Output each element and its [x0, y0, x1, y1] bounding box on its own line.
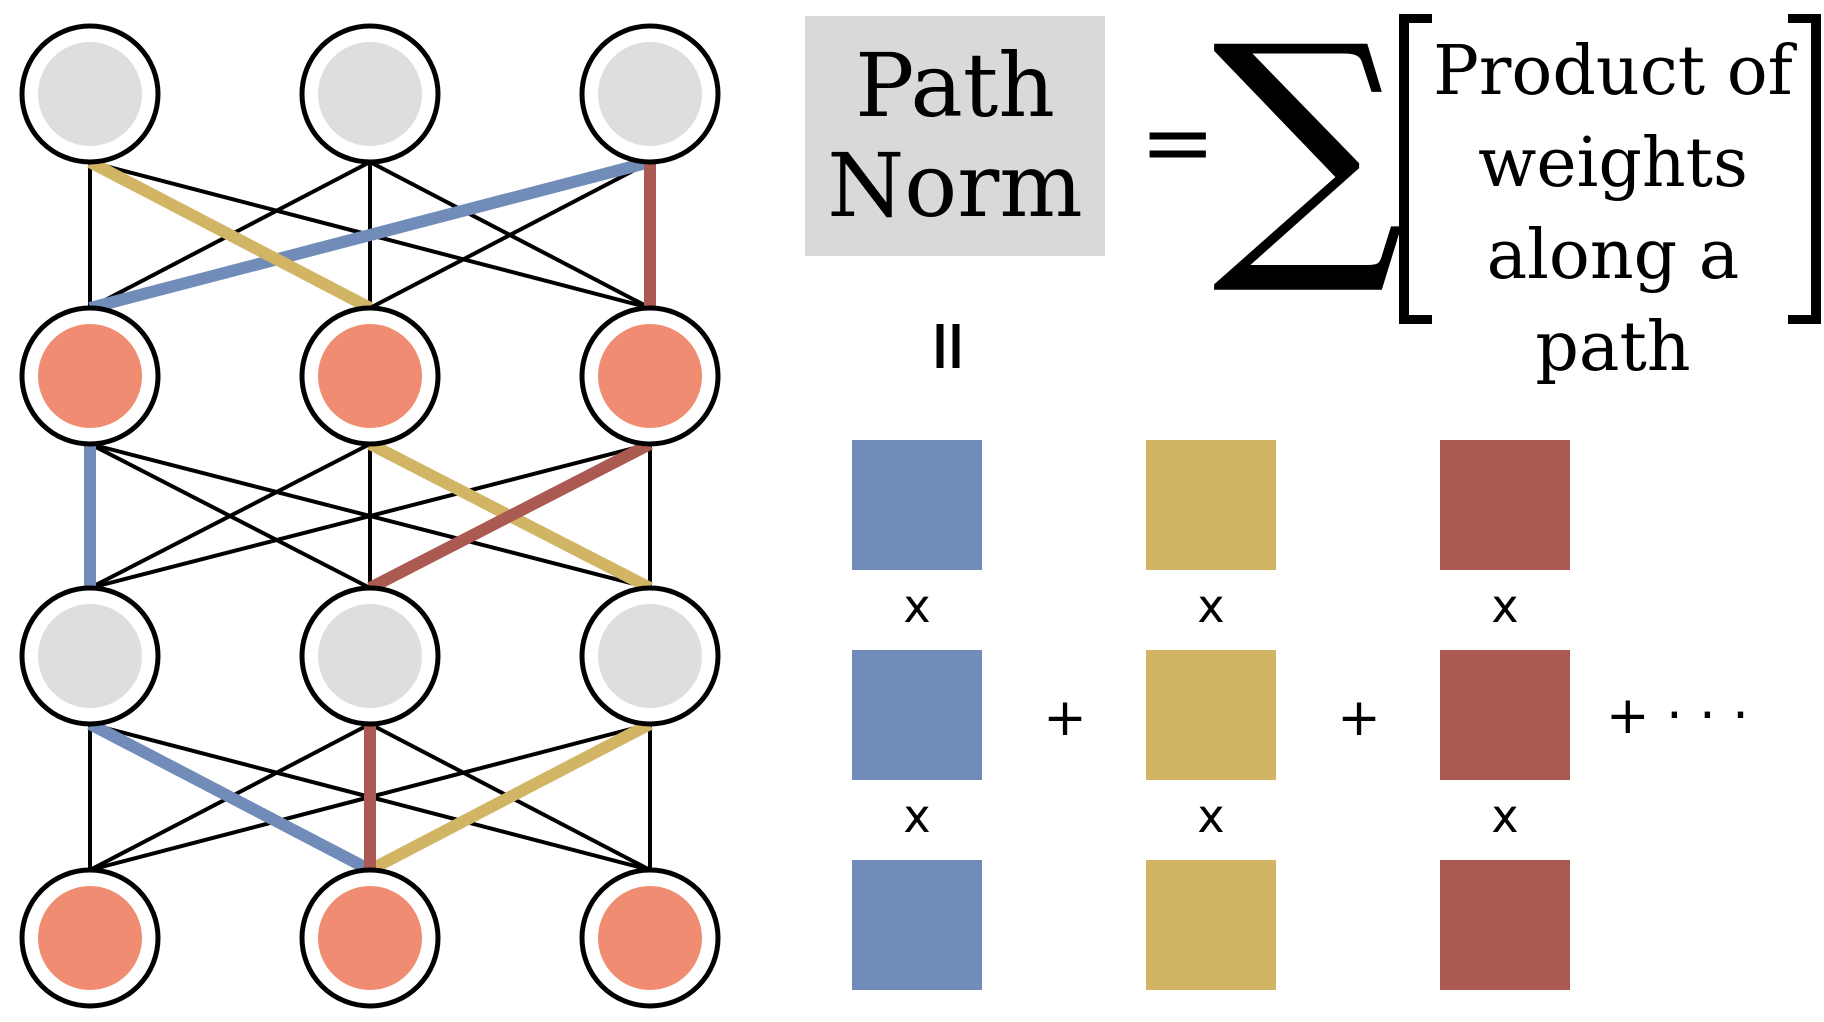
blue-weight-square-3: [852, 860, 982, 990]
node-fill: [38, 42, 142, 146]
node-fill: [598, 604, 702, 708]
path-norm-line-1: Path: [855, 34, 1055, 137]
blue-path-segment: [88, 156, 652, 314]
blue-weight-square-2: [852, 650, 982, 780]
gold-path-segment: [87, 156, 373, 314]
node-fill: [318, 886, 422, 990]
connection-line: [89, 442, 371, 590]
times-sign: x: [903, 579, 931, 633]
plus-sign: +: [1337, 688, 1381, 748]
node-fill: [318, 604, 422, 708]
node-fill: [38, 886, 142, 990]
vertical-equals-sign: [936, 324, 960, 368]
gold-weight-square-1: [1146, 440, 1276, 570]
node-fill: [38, 604, 142, 708]
connection-line: [89, 442, 651, 590]
network-nodes: [19, 23, 721, 1009]
gold-weight-square-2: [1146, 650, 1276, 780]
bracket-content: Product of weights along a path: [1416, 26, 1810, 394]
times-sign: x: [1197, 789, 1225, 843]
continuation-ellipsis: + · · ·: [1606, 686, 1749, 746]
neural-network-diagram: [19, 23, 721, 1009]
blue-weight-square-1: [852, 440, 982, 570]
node-fill: [318, 42, 422, 146]
node-fill: [598, 886, 702, 990]
highlighted-paths: [84, 156, 656, 876]
gold-weight-square-3: [1146, 860, 1276, 990]
node-fill: [598, 324, 702, 428]
bracket-line-2: weights: [1478, 124, 1748, 203]
blue-path-segment: [87, 718, 373, 876]
square-brackets: [1399, 14, 1821, 324]
times-sign: x: [903, 789, 931, 843]
red-weight-square-1: [1440, 440, 1570, 570]
plus-sign: +: [1043, 688, 1087, 748]
right-bracket: [1788, 14, 1821, 324]
node-fill: [598, 42, 702, 146]
times-sign: x: [1197, 579, 1225, 633]
path-norm-label: Path Norm: [805, 16, 1105, 256]
red-weight-square-3: [1440, 860, 1570, 990]
connection-line: [369, 160, 651, 310]
times-sign: x: [1491, 579, 1519, 633]
node-fill: [38, 324, 142, 428]
node-fill: [318, 324, 422, 428]
red-weight-square-2: [1440, 650, 1570, 780]
times-sign: x: [1491, 789, 1519, 843]
left-bracket: [1399, 14, 1432, 324]
bracket-line-1: Product of: [1433, 32, 1793, 111]
gold-path-segment: [367, 718, 653, 876]
bracket-line-3: along a path: [1486, 216, 1740, 387]
red-path-segment: [367, 438, 653, 594]
path-norm-line-2: Norm: [827, 134, 1083, 237]
